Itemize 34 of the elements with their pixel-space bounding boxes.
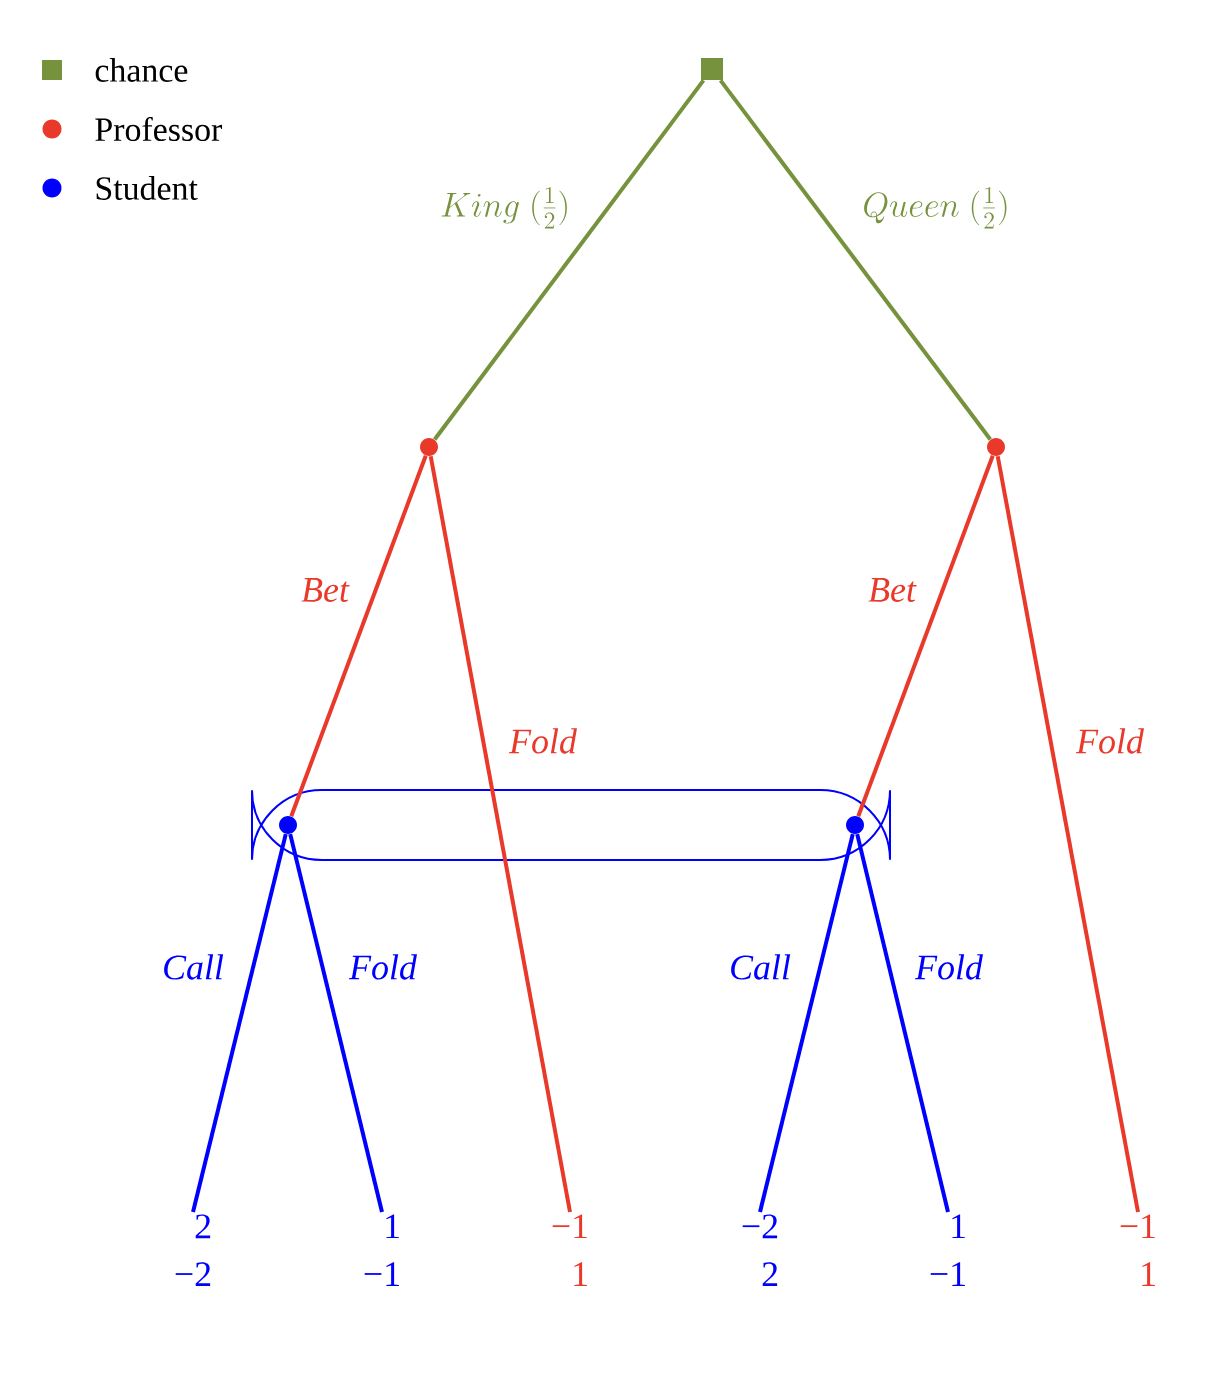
chance-node-square [701, 58, 723, 80]
edge-label: Fold [914, 954, 983, 980]
payoff-text: −1 1 [1120, 1214, 1155, 1286]
edge-label: Call [731, 954, 791, 980]
tree-branch [995, 455, 1140, 1213]
tree-branch [289, 455, 428, 817]
payoff-text: −1 1 [552, 1214, 587, 1286]
decision-node-dot [279, 816, 297, 834]
edge-label: Fold [1075, 728, 1144, 754]
decision-node-dot [420, 438, 438, 456]
edge-label: $Queen\ (\frac{1}{2})$ [864, 187, 1007, 229]
decision-node-dot [846, 816, 864, 834]
tree-branch [288, 833, 384, 1213]
decision-node-dot [987, 438, 1005, 456]
edge-label: Bet [301, 578, 350, 602]
tree-branch [856, 455, 995, 817]
tree-branch [855, 833, 950, 1213]
tree-branch [191, 833, 288, 1213]
payoff-text: −2 2 [742, 1214, 778, 1286]
tree-branch [428, 455, 572, 1213]
tree-branch [433, 79, 706, 441]
legend-label: Student [96, 176, 198, 200]
payoff-text: 2 −2 [175, 1214, 211, 1286]
tree-branch [758, 833, 855, 1213]
legend-label: chance [95, 58, 188, 82]
edge-label: Bet [868, 578, 917, 602]
payoff-text: 1 −1 [364, 1214, 399, 1286]
legend-label: Professor [95, 116, 222, 142]
tree-branch [718, 79, 992, 441]
payoff-text: 1 −1 [930, 1214, 965, 1286]
edge-label: Call [164, 954, 224, 980]
edge-label: Fold [508, 728, 577, 754]
edge-label: $King\ (\frac{1}{2})$ [441, 187, 567, 229]
edge-label: Fold [348, 954, 417, 980]
